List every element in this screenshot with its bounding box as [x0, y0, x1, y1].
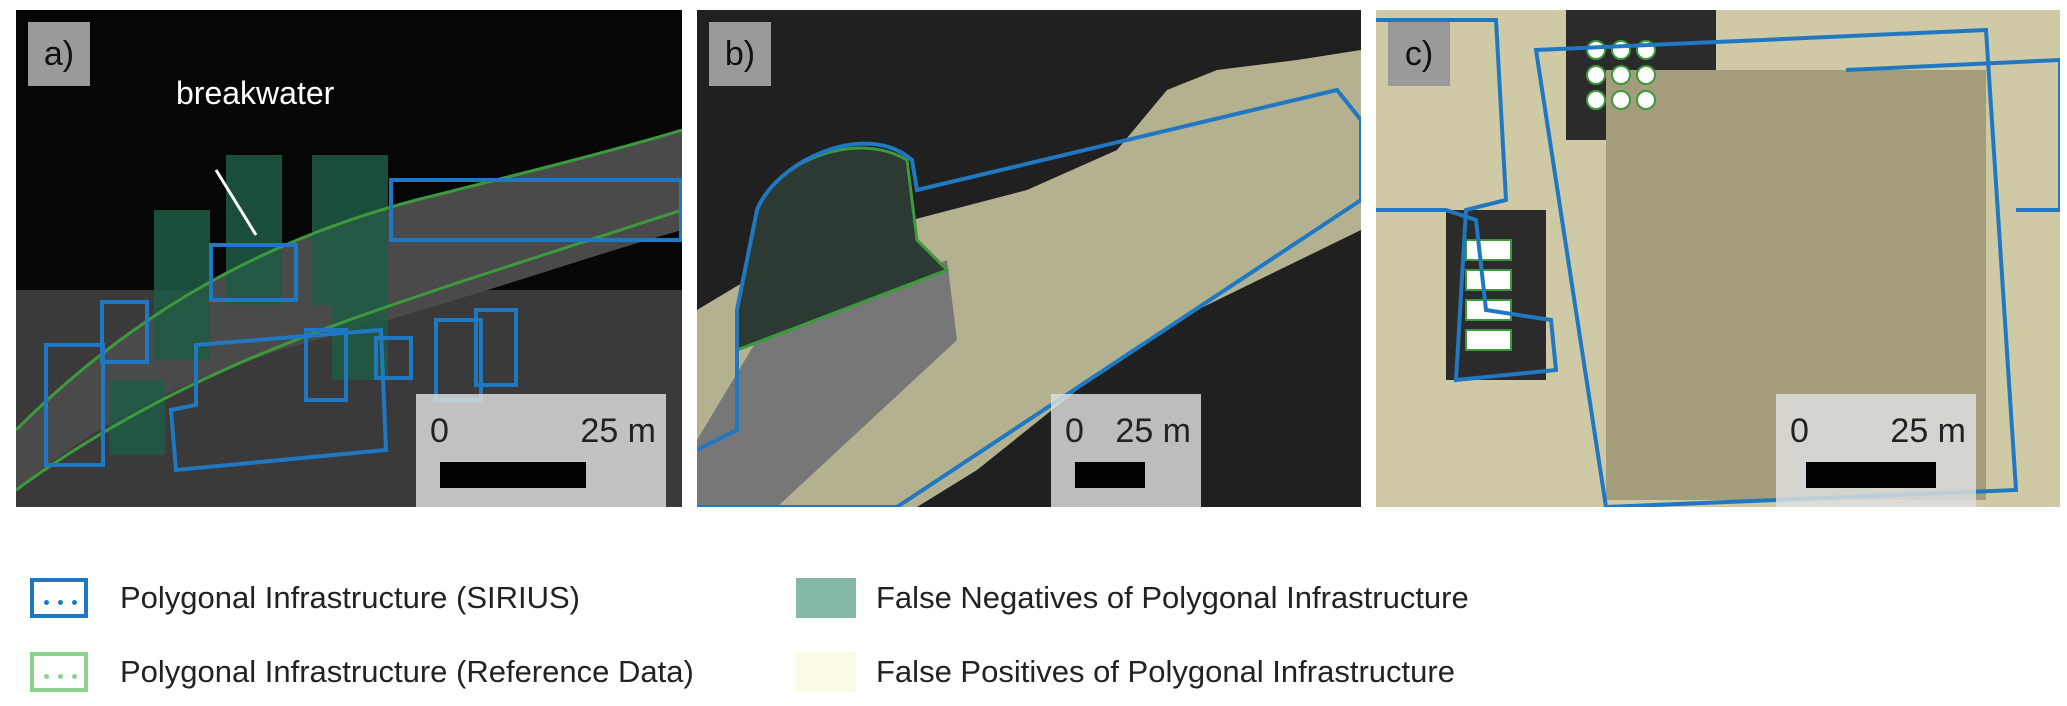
panel-b-imagery	[697, 10, 1361, 507]
panel-a-imagery	[16, 128, 682, 507]
panel-a: a) breakwater 0 25 m	[16, 10, 682, 507]
legend-item-sirius: Polygonal Infrastructure (SIRIUS)	[30, 578, 580, 618]
scale-bar: 0 25 m	[416, 394, 666, 507]
panel-label: b)	[709, 22, 771, 86]
panel-label: a)	[28, 22, 90, 86]
legend-item-false-negatives: False Negatives of Polygonal Infrastruct…	[796, 578, 1469, 618]
scale-bar: 0 25 m	[1051, 394, 1201, 507]
panel-label: c)	[1388, 22, 1450, 86]
false-positive-swatch	[796, 652, 856, 692]
legend-item-reference: Polygonal Infrastructure (Reference Data…	[30, 652, 694, 692]
legend-item-false-positives: False Positives of Polygonal Infrastruct…	[796, 652, 1455, 692]
panel-b: b) 0 25 m	[697, 10, 1361, 507]
breakwater-annotation: breakwater	[176, 75, 335, 111]
scale-bar: 0 25 m	[1776, 394, 1976, 507]
false-negative-swatch	[796, 578, 856, 618]
sirius-polygon-swatch	[30, 578, 88, 618]
reference-polygon-swatch	[30, 652, 88, 692]
panel-c: c) 0 25 m	[1376, 10, 2060, 507]
